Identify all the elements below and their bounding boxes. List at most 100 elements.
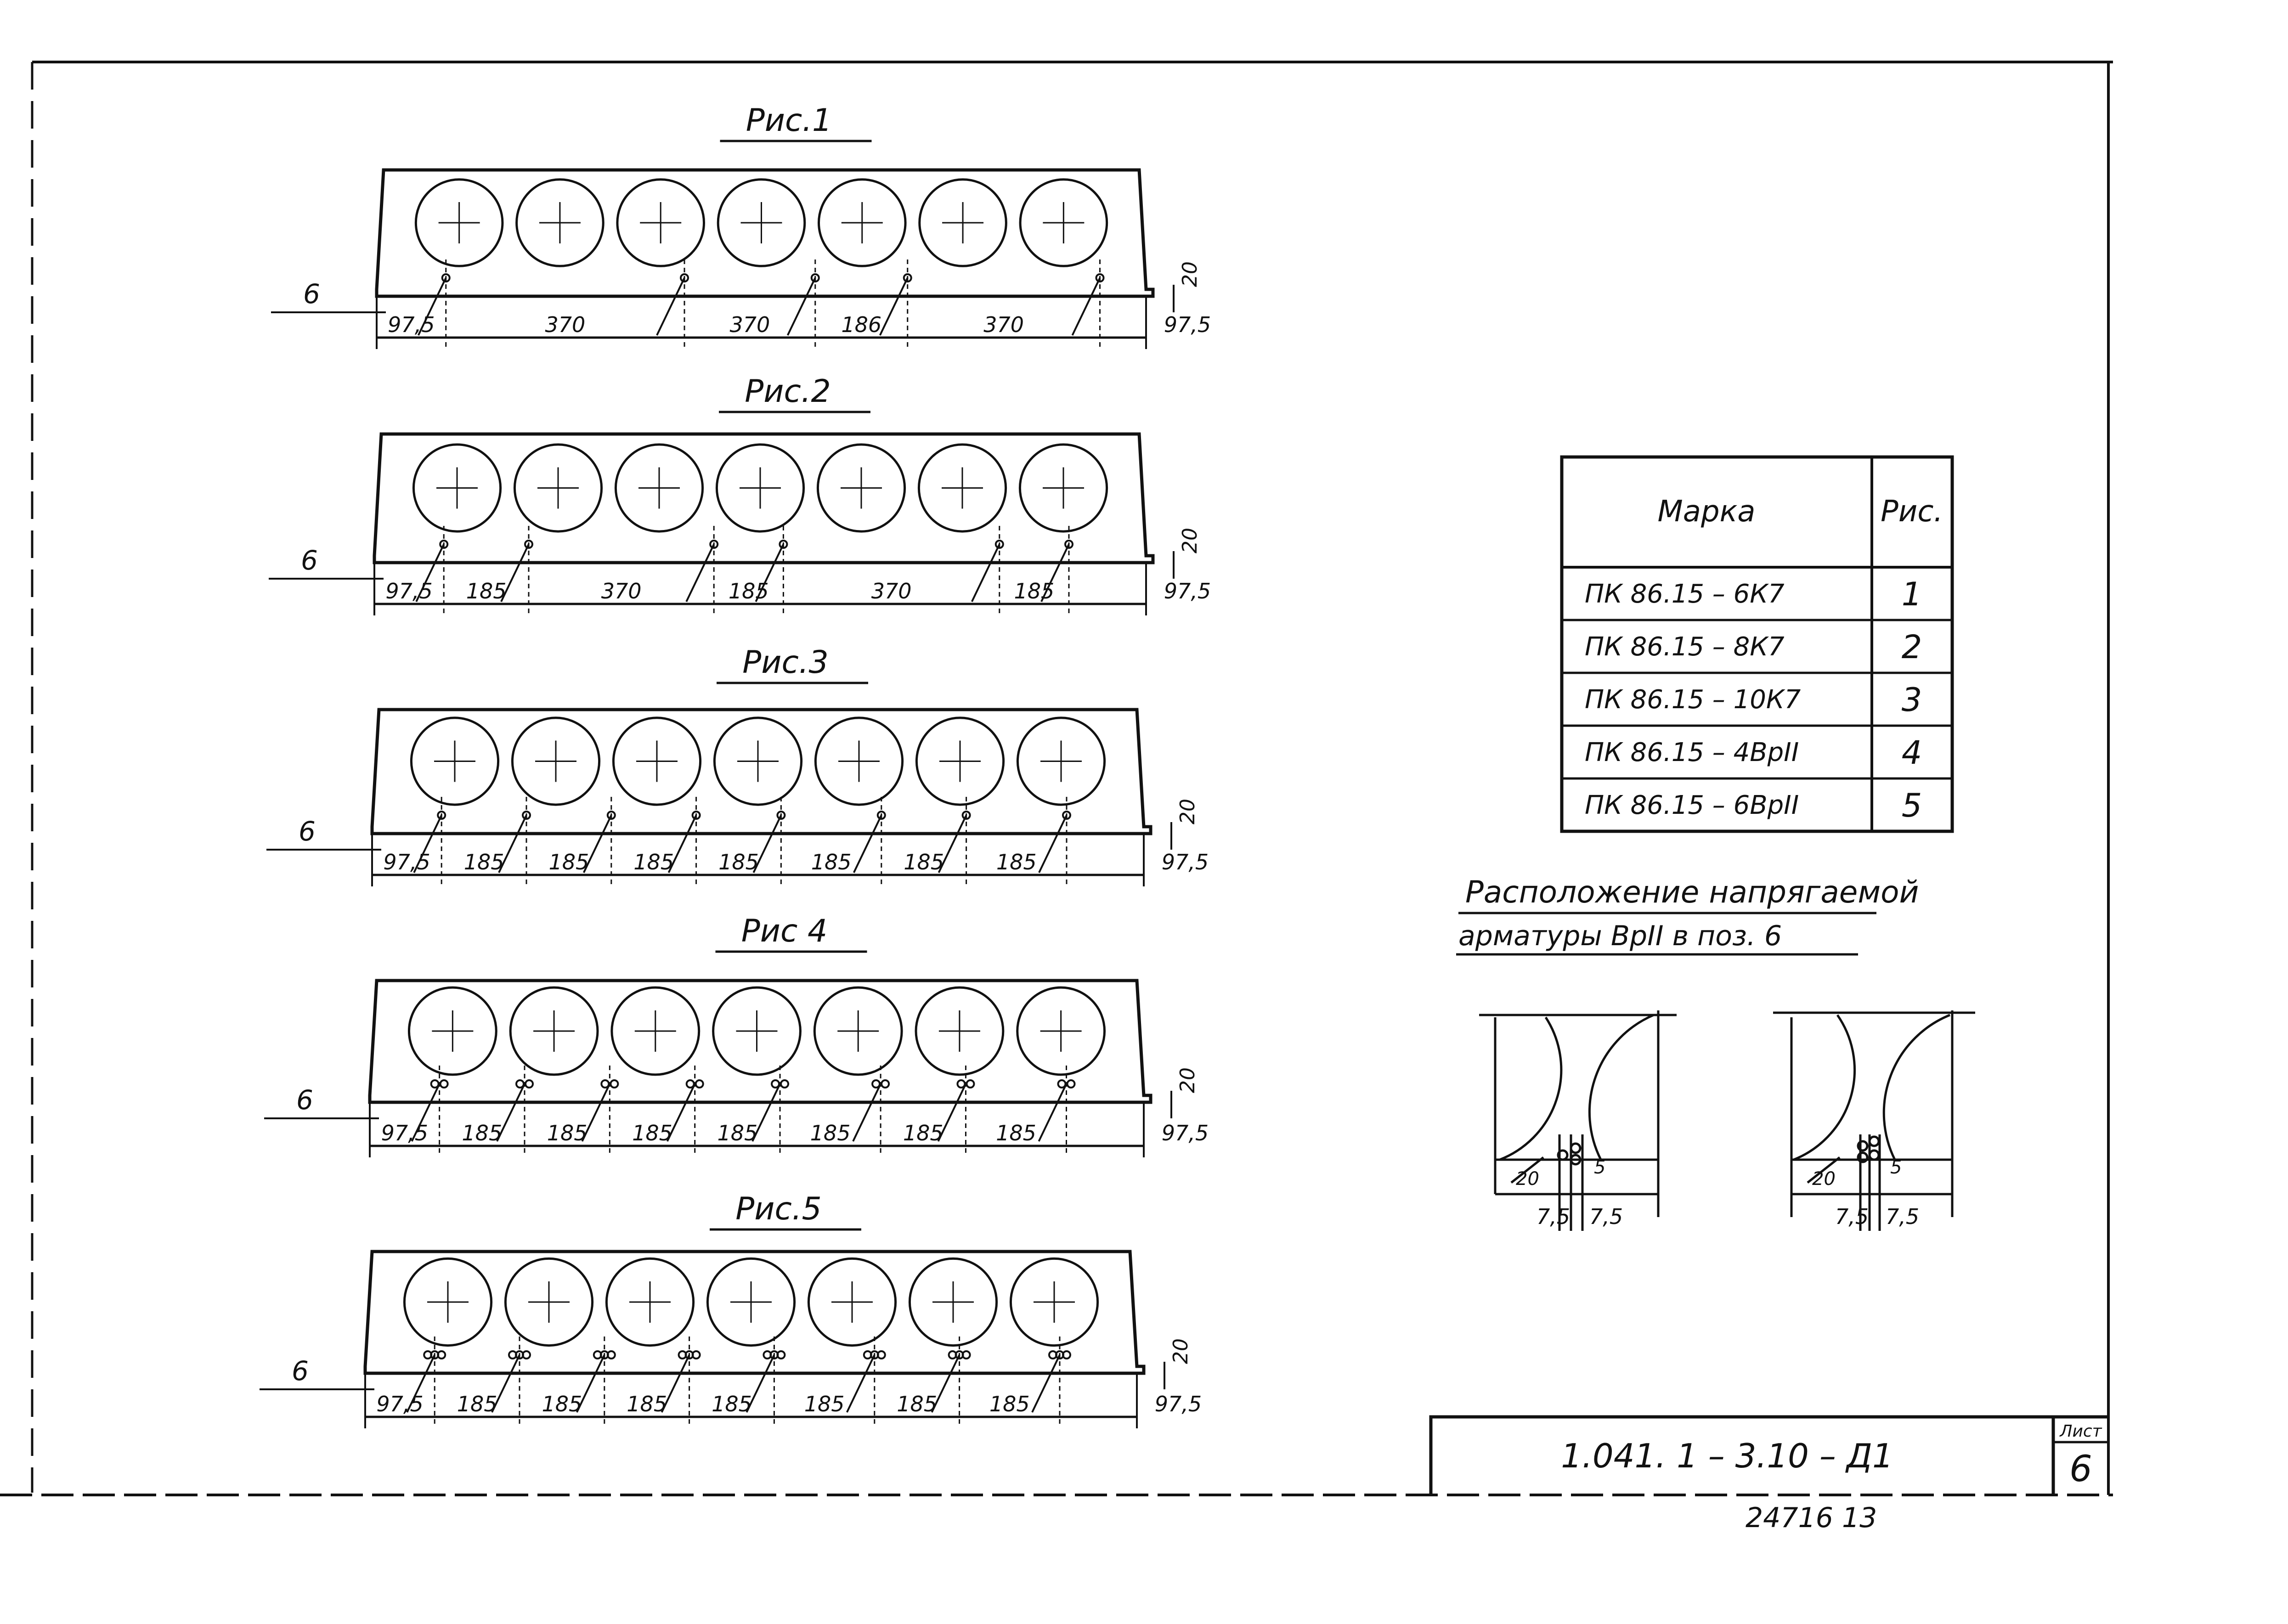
rebar-mark [810,273,820,282]
detail-right-dim-v2: 5 [1890,1157,1902,1178]
rebar-leader [656,277,685,336]
dimension-label: 185 [996,1121,1036,1145]
rebar-detail-right [1773,1010,1975,1231]
rebar-leader [661,1354,690,1413]
rebar-mark [437,811,446,820]
void-circle [1009,1257,1099,1347]
dimension-label: 370 [729,312,770,337]
void-circle [918,178,1007,267]
table-row-mark: ПК 86.15 – 10К7 [1585,685,1801,715]
void-circle [816,443,906,533]
figure-title: Рис.2 [745,373,830,410]
table-row-fig: 1 [1902,575,1922,613]
void-circle [412,443,502,533]
void-circle [403,1257,493,1347]
rebar-detail-left [1479,1010,1677,1231]
dimension-label: 185 [1014,579,1054,603]
rebar-leader [879,277,909,336]
dimension-label: 185 [462,1121,502,1145]
side-dimension-label: 20 [1176,1067,1199,1093]
rebar-mark [966,1079,975,1088]
dimension-label: 185 [457,1392,497,1416]
sheet-frame [0,61,2113,1496]
rebar-leader [496,1083,525,1142]
position-label: 6 [292,1355,309,1387]
rebar-mark [1066,1079,1076,1088]
table-row-mark: ПК 86.15 – 6К7 [1585,579,1785,609]
rebar-mark [437,1350,446,1359]
rebar-leader [938,815,967,873]
void-circle [605,1257,695,1347]
dimension-label: 97,5 [1162,850,1209,874]
dimension-label: 97,5 [383,850,430,874]
void-circle [616,178,706,267]
placement-heading: Расположение напрягаемой арматуры ВрII в… [1456,874,1919,956]
rebar-leader [846,1354,876,1413]
dimension-label: 185 [712,1392,752,1416]
void-circle [513,443,603,533]
dimension-label: 185 [989,1392,1030,1416]
detail-left-dim-h1: 7,5 [1537,1204,1570,1229]
table-row-fig: 4 [1902,734,1922,772]
dimension-label: 97,5 [385,579,432,603]
rebar-leader [581,1083,611,1142]
void-circle [614,443,704,533]
dimension-label: 185 [996,850,1037,874]
rebar-leader [498,815,527,873]
rebar-leader [1038,1083,1068,1142]
dimension-label: 97,5 [1164,579,1211,603]
table-row-fig: 3 [1902,681,1922,719]
void-circle [612,716,702,806]
dimension-label: 185 [903,1121,943,1145]
side-dimension-label: 20 [1176,799,1199,824]
dimension-label: 370 [601,579,642,603]
rebar-mark [881,1079,890,1088]
void-circle [713,716,803,806]
position-label: 6 [301,545,318,576]
position-label: 6 [296,1084,313,1116]
void-circle [717,178,806,267]
rebar-mark [776,1350,786,1359]
figure-title: Рис 4 [741,913,827,949]
rebar-mark [876,811,886,820]
drawing-code: 1.041. 1 – 3.10 – Д1 [1561,1437,1893,1475]
detail-right-dim-h1: 7,5 [1835,1204,1869,1229]
void-circle [712,986,802,1076]
dimension-label: 185 [632,1121,672,1145]
rebar-mark [439,540,449,549]
placement-title-line2: арматуры ВрII в поз. 6 [1458,920,1782,952]
slab-outline [373,432,1155,564]
rebar-leader [1031,1354,1061,1413]
rebar-leader [1040,544,1070,602]
rebar-mark [709,540,719,549]
void-circle [917,443,1007,533]
dimension-label: 185 [542,1392,582,1416]
rebar-mark [606,811,616,820]
dimension-label: 185 [633,850,674,874]
slab-outline [370,708,1152,835]
dimension-label: 97,5 [1162,1121,1209,1145]
dimension-label: 370 [983,312,1024,337]
table-header-mark: Марка [1658,495,1756,529]
void-circle [511,716,601,806]
dimension-label: 97,5 [381,1121,428,1145]
rebar-mark [1064,540,1073,549]
rebar-leader [1071,277,1101,336]
void-circle [407,986,497,1076]
rebar-mark [876,1350,886,1359]
rebar-leader [755,544,785,602]
dimension-label: 186 [841,312,881,337]
rebar-leader [576,1354,605,1413]
void-circle [915,716,1005,806]
rebar-mark [691,811,701,820]
void-circle [715,443,805,533]
rebar-mark [961,1350,971,1359]
dimension-label: 185 [804,1392,845,1416]
table-row-fig: 2 [1902,628,1922,666]
rebar-leader [786,277,816,336]
rebar-mark [695,1079,704,1088]
